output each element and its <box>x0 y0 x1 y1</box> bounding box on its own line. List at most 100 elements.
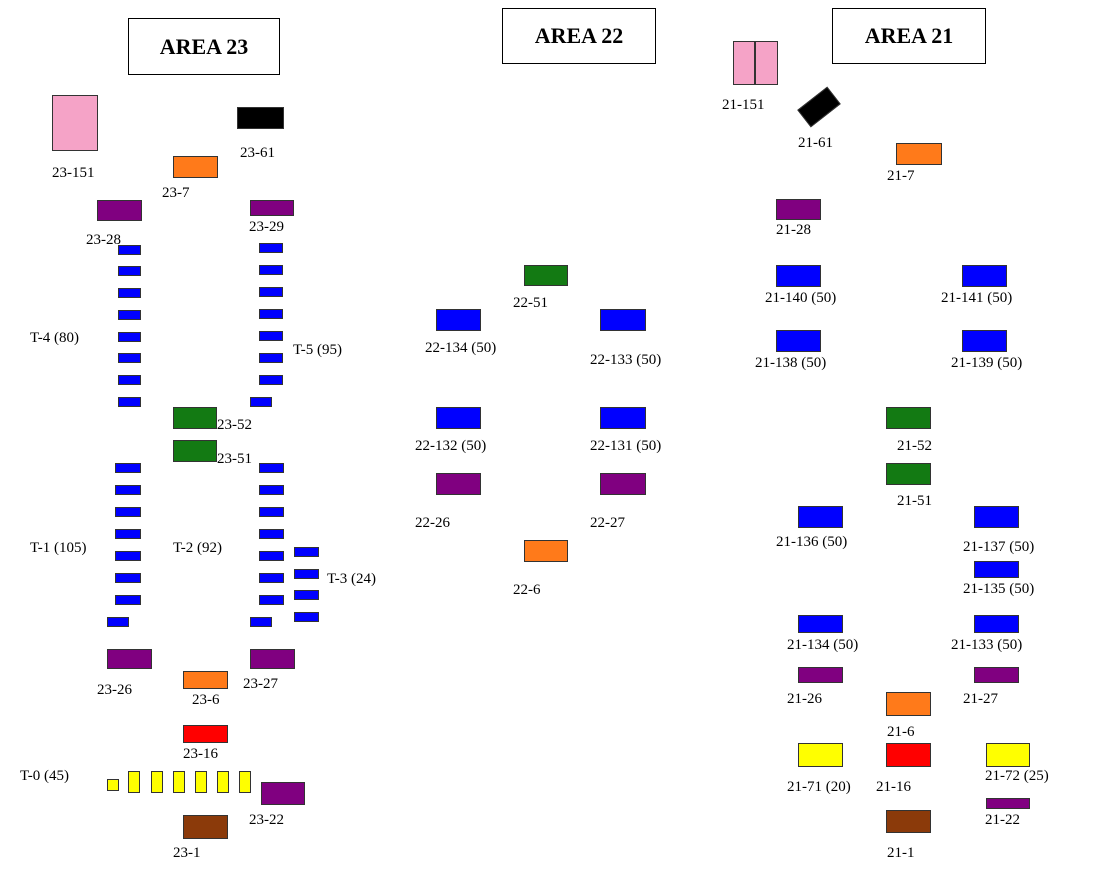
block-21-137[interactable] <box>974 506 1019 528</box>
tank-slot[interactable] <box>259 485 284 495</box>
tank-slot[interactable] <box>259 529 284 539</box>
block-21-133[interactable] <box>974 615 1019 633</box>
tank-slot[interactable] <box>250 397 272 407</box>
block-22-26[interactable] <box>436 473 481 495</box>
block-22-133[interactable] <box>600 309 646 331</box>
block-21-140[interactable] <box>776 265 821 287</box>
tank-slot[interactable] <box>118 266 141 276</box>
tank-slot[interactable] <box>259 331 283 341</box>
block-23-29[interactable] <box>250 200 294 216</box>
block-21-139[interactable] <box>962 330 1007 352</box>
tank-slot[interactable] <box>259 573 284 583</box>
block-21-16[interactable] <box>886 743 931 767</box>
tank-slot[interactable] <box>259 375 283 385</box>
tank-slot[interactable] <box>259 309 283 319</box>
tank-slot[interactable] <box>107 617 129 627</box>
block-21-141[interactable] <box>962 265 1007 287</box>
tank-slot[interactable] <box>294 569 319 579</box>
tank-slot[interactable] <box>259 507 284 517</box>
tank-slot[interactable] <box>259 265 283 275</box>
block-23-6[interactable] <box>183 671 228 689</box>
tank-slot[interactable] <box>115 529 141 539</box>
block-21-136[interactable] <box>798 506 843 528</box>
block-21-134[interactable] <box>798 615 843 633</box>
tank-slot[interactable] <box>128 771 140 793</box>
tank-slot[interactable] <box>294 612 319 622</box>
block-21-71[interactable] <box>798 743 843 767</box>
label-21-137: 21-137 (50) <box>963 539 1035 555</box>
block-23-27[interactable] <box>250 649 295 669</box>
tank-slot[interactable] <box>239 771 251 793</box>
block-23-22[interactable] <box>261 782 305 805</box>
tank-slot[interactable] <box>250 617 272 627</box>
tank-slot[interactable] <box>259 287 283 297</box>
label-t5: T-5 (95) <box>293 342 343 358</box>
block-23-16[interactable] <box>183 725 228 743</box>
tank-slot[interactable] <box>217 771 229 793</box>
tank-slot[interactable] <box>151 771 163 793</box>
block-22-132[interactable] <box>436 407 481 429</box>
block-21-26[interactable] <box>798 667 843 683</box>
block-21-6[interactable] <box>886 692 931 716</box>
tank-slot[interactable] <box>259 243 283 253</box>
label-21-1: 21-1 <box>887 845 915 861</box>
tank-slot[interactable] <box>118 353 141 363</box>
tank-slot[interactable] <box>259 353 283 363</box>
block-21-151-right[interactable] <box>755 41 778 85</box>
tank-slot[interactable] <box>259 595 284 605</box>
tank-slot[interactable] <box>118 397 141 407</box>
tank-slot[interactable] <box>118 375 141 385</box>
block-23-151[interactable] <box>52 95 98 151</box>
tank-slot[interactable] <box>118 332 141 342</box>
tank-slot[interactable] <box>115 507 141 517</box>
block-22-6[interactable] <box>524 540 568 562</box>
block-22-131[interactable] <box>600 407 646 429</box>
block-22-134[interactable] <box>436 309 481 331</box>
block-23-61[interactable] <box>237 107 284 129</box>
label-22-132: 22-132 (50) <box>415 438 487 454</box>
tank-slot[interactable] <box>118 310 141 320</box>
block-23-7[interactable] <box>173 156 218 178</box>
block-22-51[interactable] <box>524 265 568 286</box>
block-21-135[interactable] <box>974 561 1019 578</box>
block-21-138[interactable] <box>776 330 821 352</box>
tank-slot[interactable] <box>107 779 119 791</box>
label-23-22: 23-22 <box>249 812 284 828</box>
tank-slot[interactable] <box>115 485 141 495</box>
label-22-27: 22-27 <box>590 515 625 531</box>
block-23-52[interactable] <box>173 407 217 429</box>
block-21-51[interactable] <box>886 463 931 485</box>
block-23-1[interactable] <box>183 815 228 839</box>
block-23-28[interactable] <box>97 200 142 221</box>
block-21-28[interactable] <box>776 199 821 220</box>
block-21-61[interactable] <box>797 86 841 128</box>
block-22-27[interactable] <box>600 473 646 495</box>
tank-slot[interactable] <box>294 590 319 600</box>
tank-slot[interactable] <box>115 595 141 605</box>
tank-slot[interactable] <box>195 771 207 793</box>
label-22-131: 22-131 (50) <box>590 438 662 454</box>
tank-slot[interactable] <box>118 288 141 298</box>
block-21-52[interactable] <box>886 407 931 429</box>
label-22-133: 22-133 (50) <box>590 352 662 368</box>
block-21-1[interactable] <box>886 810 931 833</box>
block-21-22[interactable] <box>986 798 1030 809</box>
label-21-135: 21-135 (50) <box>963 581 1035 597</box>
tank-slot[interactable] <box>259 463 284 473</box>
block-21-7[interactable] <box>896 143 942 165</box>
label-21-140: 21-140 (50) <box>765 290 837 306</box>
block-21-151-left[interactable] <box>733 41 755 85</box>
tank-slot[interactable] <box>118 245 141 255</box>
tank-slot[interactable] <box>115 573 141 583</box>
label-t4: T-4 (80) <box>30 330 80 346</box>
tank-slot[interactable] <box>173 771 185 793</box>
block-23-51[interactable] <box>173 440 217 462</box>
tank-slot[interactable] <box>115 463 141 473</box>
tank-slot[interactable] <box>259 551 284 561</box>
tank-slot[interactable] <box>294 547 319 557</box>
block-21-27[interactable] <box>974 667 1019 683</box>
label-23-27: 23-27 <box>243 676 278 692</box>
block-23-26[interactable] <box>107 649 152 669</box>
block-21-72[interactable] <box>986 743 1030 767</box>
tank-slot[interactable] <box>115 551 141 561</box>
